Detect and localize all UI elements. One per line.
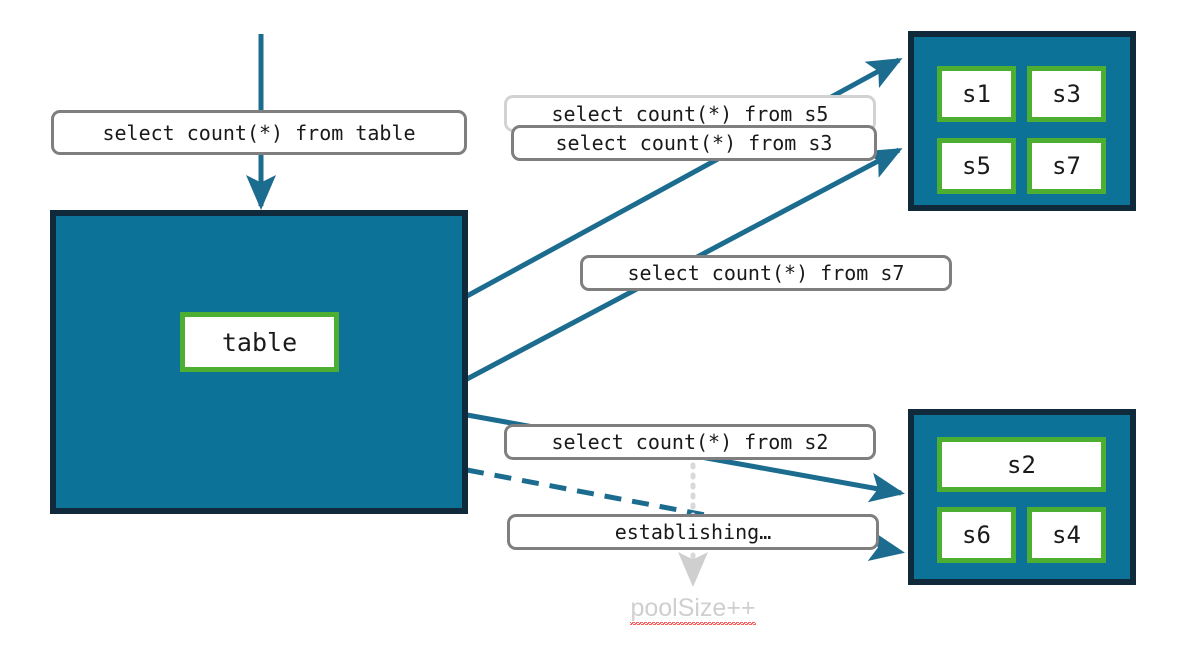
chip-s3[interactable]: s3: [1027, 66, 1106, 122]
label-table-query[interactable]: select count(*) from table: [51, 110, 467, 155]
chip-s5[interactable]: s5: [937, 138, 1016, 194]
label-s3-query[interactable]: select count(*) from s3: [511, 125, 877, 161]
chip-s4[interactable]: s4: [1027, 507, 1106, 563]
poolsize-note: poolSize++: [593, 594, 793, 625]
label-establishing[interactable]: establishing…: [507, 514, 879, 550]
label-s2-query[interactable]: select count(*) from s2: [504, 424, 876, 460]
label-s7-query[interactable]: select count(*) from s7: [580, 255, 952, 291]
chip-s1[interactable]: s1: [937, 66, 1016, 122]
chip-table[interactable]: table: [180, 312, 339, 372]
chip-s2[interactable]: s2: [937, 437, 1106, 492]
poolsize-note-text: poolSize++: [630, 594, 756, 625]
chip-s7[interactable]: s7: [1027, 138, 1106, 194]
chip-s6[interactable]: s6: [937, 507, 1016, 563]
